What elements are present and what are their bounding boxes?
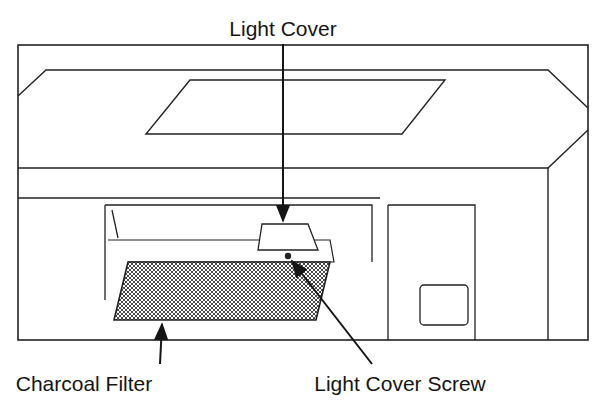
front-lip [18,197,380,198]
part-label: Light Cover [229,17,336,40]
frame [18,45,588,340]
light-cover-screw-shape [285,253,291,259]
part-label: Charcoal Filter [16,372,153,395]
part-label: Light Cover Screw [314,372,486,395]
top-vent-panel [146,80,445,134]
display-window [420,285,468,325]
leader-arrow [282,44,284,221]
door-panel [388,205,475,340]
charcoal-filter-shape [114,262,330,320]
leader-arrow [292,261,372,364]
light-cover-shape [258,224,318,250]
side-edge [547,168,548,340]
front-top-edge [18,130,588,168]
leader-arrow [160,324,162,364]
